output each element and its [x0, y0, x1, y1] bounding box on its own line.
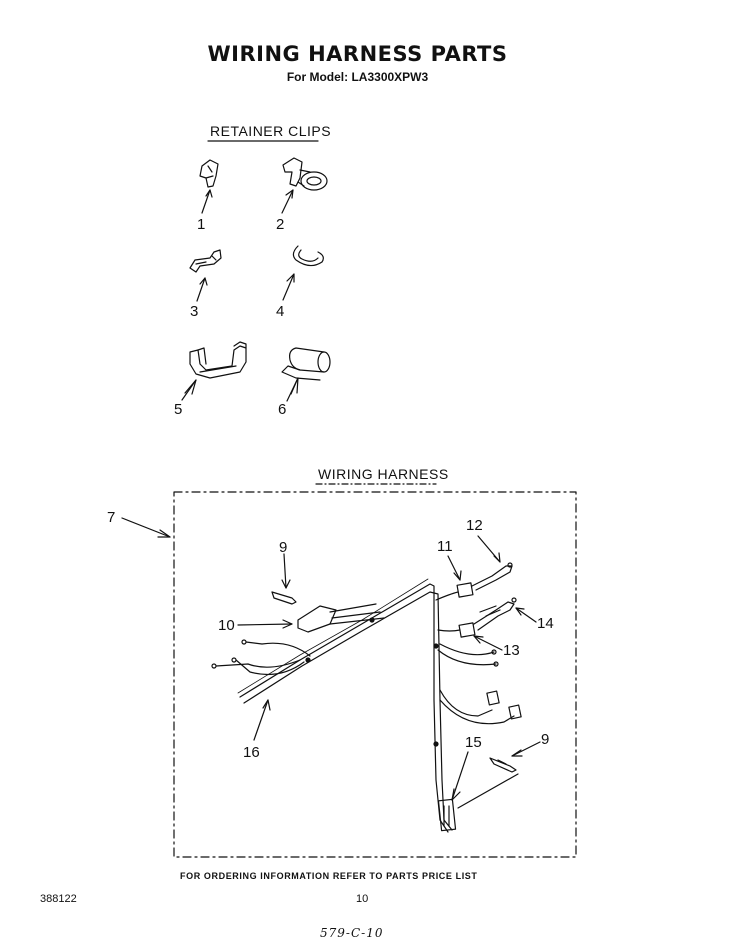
connector-13 — [437, 622, 503, 651]
callout-16: 16 — [243, 744, 260, 761]
callout-10: 10 — [218, 617, 235, 634]
callout-1: 1 — [197, 216, 206, 233]
callout-14: 14 — [537, 615, 554, 632]
retainer-clip-5 — [181, 341, 247, 401]
retainer-clip-1 — [199, 159, 219, 214]
callout-4: 4 — [276, 303, 285, 320]
harness-dashed-frame — [173, 491, 577, 858]
page-title: WIRING HARNESS PARTS — [207, 42, 508, 66]
connector-10 — [237, 603, 385, 633]
callout-5: 5 — [174, 401, 183, 418]
retainer-clip-6 — [281, 347, 331, 402]
terminal-9-top — [271, 553, 297, 605]
document-number: 388122 — [40, 893, 77, 905]
callout-12: 12 — [466, 517, 483, 534]
model-subtitle: For Model: LA3300XPW3 — [286, 70, 429, 84]
connector-11 — [435, 555, 474, 601]
retainer-clip-4 — [282, 245, 324, 301]
callout-9-bottom: 9 — [541, 731, 550, 748]
ordering-note: FOR ORDERING INFORMATION REFER TO PARTS … — [180, 871, 478, 881]
callout-7: 7 — [107, 509, 116, 526]
callout-3: 3 — [190, 303, 199, 320]
retainer-clip-3 — [189, 249, 222, 302]
leader-7 — [121, 517, 171, 538]
handwritten-code: 579-C-10 — [320, 926, 384, 940]
retainer-clip-2 — [281, 157, 328, 214]
terminal-14 — [473, 597, 537, 631]
connector-15 — [437, 751, 469, 832]
terminal-12 — [471, 535, 513, 591]
retainer-clips-heading: RETAINER CLIPS — [210, 123, 332, 139]
harness-left-wires — [211, 639, 311, 675]
callout-9-top: 9 — [279, 539, 288, 556]
callout-15: 15 — [465, 734, 482, 751]
callout-6: 6 — [278, 401, 287, 418]
harness-right-wires — [437, 643, 522, 725]
callout-13: 13 — [503, 642, 520, 659]
terminal-9-bottom — [457, 741, 541, 809]
wiring-harness-heading: WIRING HARNESS — [318, 466, 449, 482]
page-number: 10 — [356, 893, 369, 905]
callout-2: 2 — [276, 216, 285, 233]
callout-11: 11 — [437, 538, 453, 555]
